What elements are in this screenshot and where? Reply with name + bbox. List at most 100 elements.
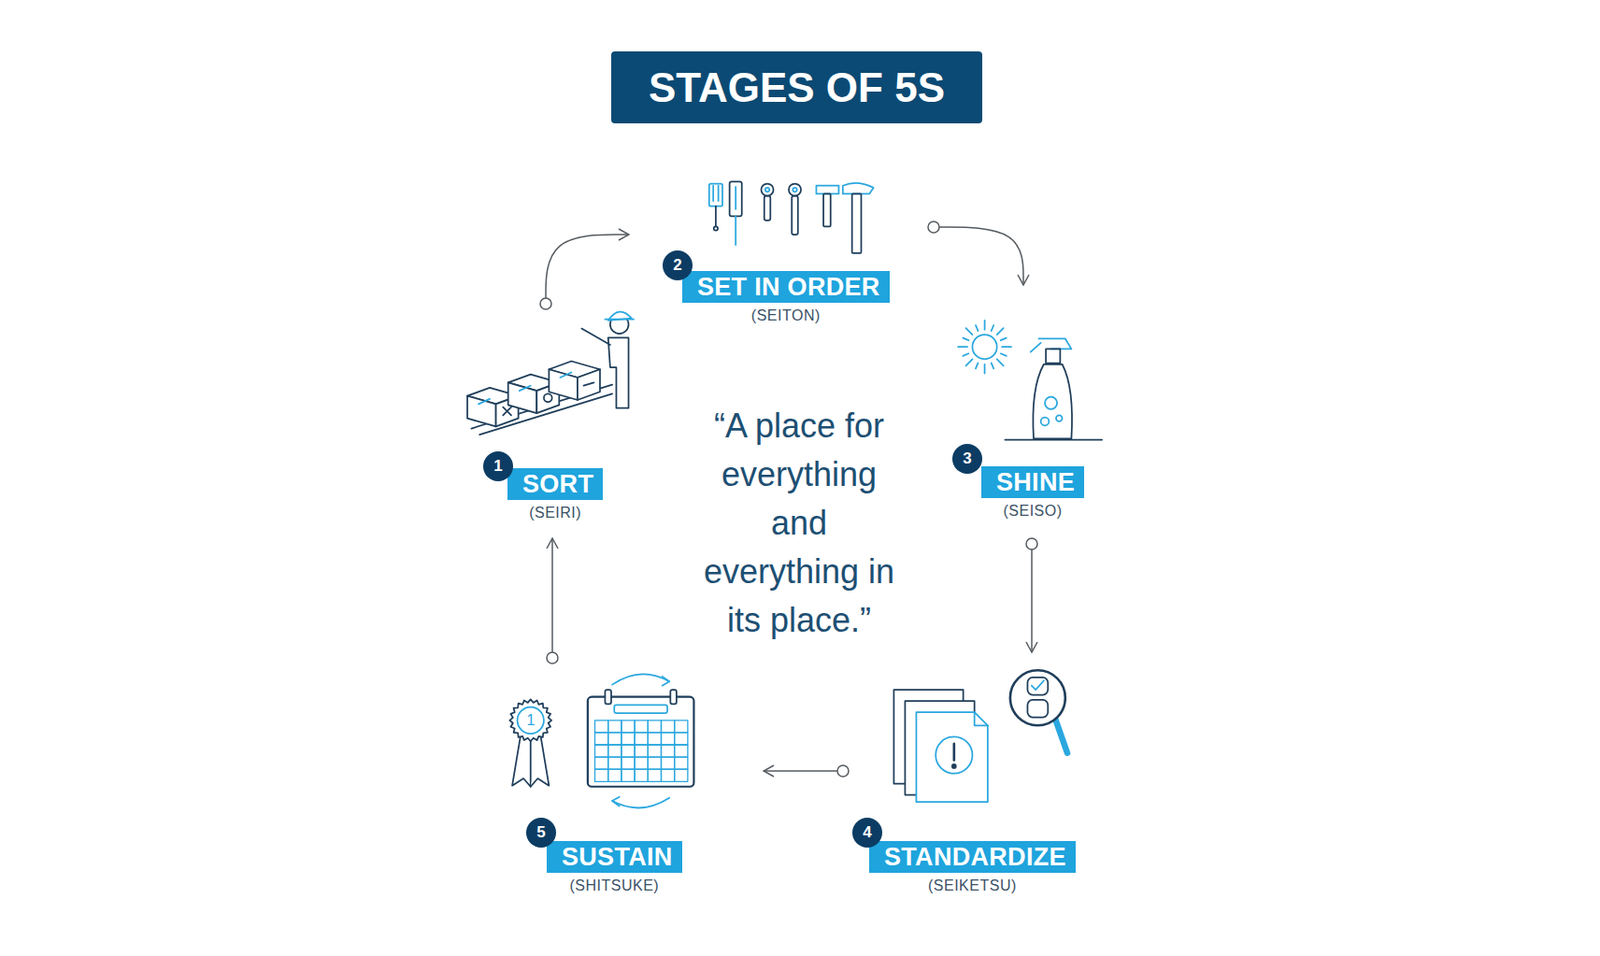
tools-icon-part (760, 184, 773, 197)
sustain-icon-part-part (608, 744, 622, 758)
tools-icon-part (729, 181, 743, 216)
sort-icon-part-part-part (502, 407, 512, 416)
sustain-icon-part-part (647, 769, 661, 782)
shine-icon-part-part (962, 338, 969, 342)
sort-icon-part-part-part (584, 382, 595, 386)
standardize-icon-part (953, 743, 957, 760)
shine-icon-part (1038, 338, 1072, 349)
stage-label-column: SUSTAIN(SHITSUKE) (546, 841, 683, 896)
sustain-icon-part-part (674, 732, 688, 745)
step-number: 1 (493, 457, 502, 476)
sort-icon-part-part-part (543, 393, 553, 402)
tools-icon-part (714, 226, 718, 230)
sort-icon-part (467, 360, 600, 427)
sort-icon-part-part (548, 360, 600, 400)
shine-icon-part (971, 334, 997, 359)
tools-icon-part (717, 185, 720, 201)
title-banner: STAGES OF 5S (611, 51, 983, 124)
sort-icon-part (604, 318, 634, 321)
sort-icon-part-part-part (508, 382, 538, 414)
tools-icon-part (734, 186, 737, 210)
tools-icon-part (709, 184, 723, 207)
standardize-icon-part (1010, 670, 1066, 726)
flow-arrow (1030, 543, 1033, 653)
tools-icon-part (788, 184, 801, 197)
sustain-icon-part-part (595, 720, 609, 733)
sustain-icon-part-part (634, 732, 648, 745)
shine-icon-part (1032, 364, 1072, 440)
shine-icon-part (1041, 417, 1050, 427)
tools-icon-part (765, 187, 770, 192)
sustain-icon-part-part (608, 720, 622, 733)
sustain-icon (509, 673, 694, 808)
shine-icon-part-part (997, 358, 1004, 366)
standardize-icon-part (915, 712, 987, 802)
shine-icon-part-part (1001, 345, 1012, 348)
tools-icon-part (764, 196, 772, 221)
shine-icon-part-part (984, 320, 986, 330)
shine-icon-part-part (991, 325, 995, 331)
stage-japanese-term: (SEIRI) (527, 503, 584, 523)
sustain-icon-part-part (621, 732, 635, 745)
sustain-icon-part-part (634, 744, 648, 758)
sustain-icon-part (530, 736, 550, 786)
sort-icon-part-part-part (559, 372, 572, 378)
illustration-layer-part (467, 181, 1102, 808)
sustain-icon-part (604, 689, 612, 704)
step-number-circle: 4 (852, 817, 883, 848)
flow-arrow (551, 538, 554, 658)
step-number-circle: 1 (483, 451, 514, 482)
stage-label-column: STANDARDIZE(SEIKETSU) (869, 841, 1076, 896)
sustain-icon-part-part (608, 757, 622, 770)
sustain-icon-part-part (674, 744, 688, 758)
sustain-icon-part-part (674, 720, 688, 733)
sustain-icon-part (612, 673, 670, 685)
shine-icon-part (1004, 439, 1102, 442)
standardize-icon-part (952, 764, 957, 769)
sustain-icon-part-part (660, 744, 674, 758)
tools-icon-part (712, 185, 715, 201)
sustain-icon-part (612, 797, 620, 807)
stage-label-column: SET IN ORDER(SEITON) (682, 271, 890, 326)
sustain-icon-part-part (647, 732, 661, 745)
sustain-icon-part (614, 704, 668, 714)
shine-icon-part-part (1000, 353, 1007, 357)
shine-icon-part-part (975, 325, 979, 331)
tools-icon-part (842, 183, 874, 195)
step-number: 4 (862, 823, 872, 843)
sustain-icon-part-part (621, 769, 635, 782)
sustain-icon-part (612, 798, 670, 809)
shine-icon-part-part (991, 362, 995, 369)
sort-icon-part-part-part (467, 396, 497, 428)
sustain-icon-part-part (595, 769, 609, 782)
shine-icon-part (1044, 397, 1058, 410)
shine-icon-part-part (962, 353, 969, 357)
standardize-icon-part (1055, 718, 1068, 754)
sustain-icon-part-part (674, 757, 688, 770)
sustain-icon-part-part (647, 720, 661, 733)
tools-icon (709, 181, 874, 253)
stage-japanese-term: (SEITON) (749, 306, 823, 326)
shine-icon-part-part (997, 328, 1004, 335)
standardize-icon (893, 670, 1068, 802)
sustain-icon-part-part (621, 720, 635, 733)
stage-label-band: SUSTAIN (546, 841, 683, 873)
sustain-icon-part-part (674, 769, 688, 782)
sustain-icon-part-part (634, 769, 648, 782)
sort-icon-part-part-part (519, 385, 531, 391)
sustain-icon-part-part (621, 744, 635, 758)
stage-label-band: SORT (507, 468, 603, 500)
stage-group: SET IN ORDER(SEITON)2 (635, 177, 928, 329)
sustain-icon-part-part (608, 732, 622, 745)
shine-icon-part (957, 320, 1012, 374)
center-quote: “A place for everything and everything i… (692, 401, 906, 645)
stage-group: SORT (SEIRI) 1 (462, 310, 636, 532)
standardize-icon-part (974, 712, 988, 726)
sustain-icon-part-part (660, 720, 674, 733)
sustain-icon-part (512, 736, 531, 786)
sustain-icon-part-part (621, 757, 635, 770)
step-number-circle: 2 (662, 250, 693, 281)
sustain-icon-part-part (647, 757, 661, 770)
sustain-icon-part-part (595, 757, 609, 770)
